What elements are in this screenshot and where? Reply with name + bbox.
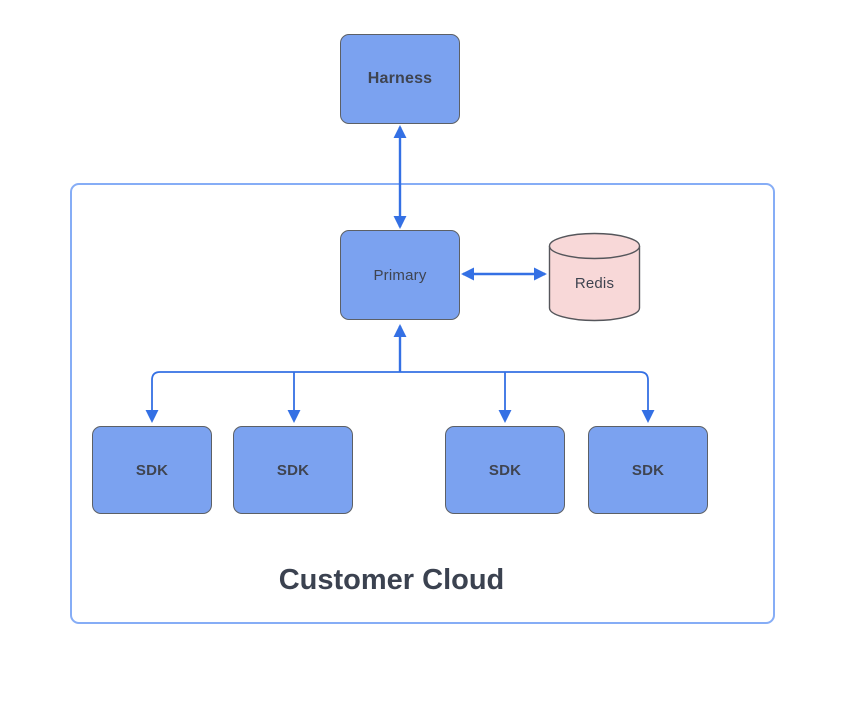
node-sdk-4: SDK [588,426,708,514]
database-cylinder-icon [548,232,641,322]
node-sdk-3: SDK [445,426,565,514]
customer-cloud-container [70,183,775,624]
node-harness: Harness [340,34,460,124]
node-sdk-2-label: SDK [276,461,310,479]
node-sdk-4-label: SDK [631,461,665,479]
node-sdk-1-label: SDK [135,461,169,479]
node-primary: Primary [340,230,460,320]
node-redis: Redis [548,232,641,322]
node-primary-label: Primary [373,266,427,284]
node-harness-label: Harness [367,70,433,87]
node-redis-label: Redis [574,274,615,292]
node-sdk-1: SDK [92,426,212,514]
node-sdk-3-label: SDK [488,461,522,479]
customer-cloud-label: Customer Cloud [278,564,505,596]
node-sdk-2: SDK [233,426,353,514]
